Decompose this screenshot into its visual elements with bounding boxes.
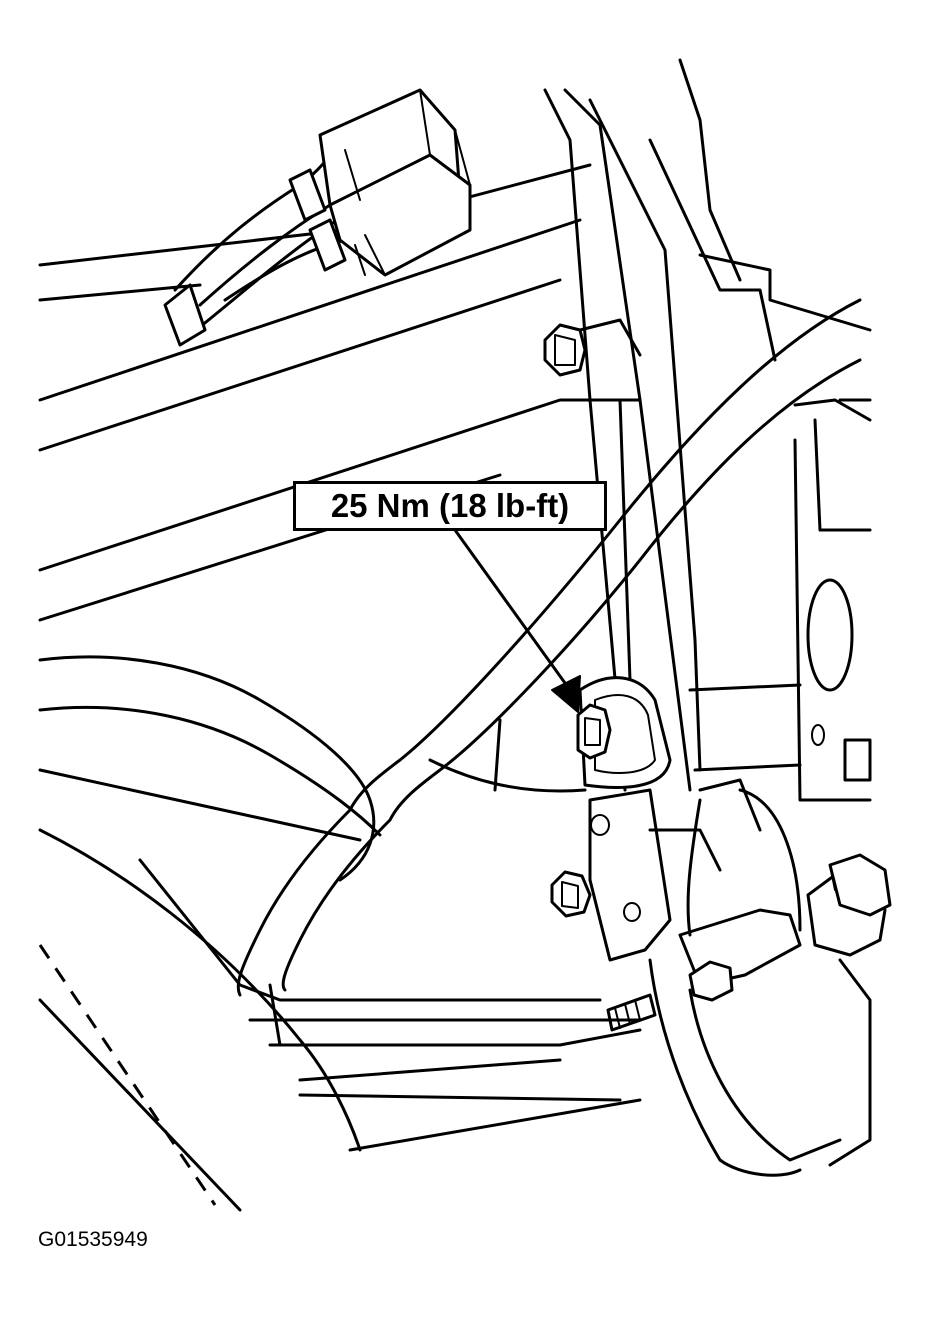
lower-mount [588, 778, 762, 962]
bolt-bracket [428, 676, 672, 793]
electrical-connector [318, 88, 472, 277]
torque-callout: 25 Nm (18 lb-ft) [293, 481, 607, 531]
upper-bolt [543, 318, 642, 377]
arrow-pointer-icon [551, 675, 581, 713]
right-panel [688, 398, 872, 802]
threaded-stud [606, 993, 657, 1032]
figure-id: G01535949 [38, 1228, 148, 1251]
vertical-bracket [543, 58, 872, 792]
crossing-tube [38, 298, 862, 997]
fitting-nut [806, 853, 892, 957]
lower-frame-rails [38, 768, 642, 1212]
upper-frame-rails [38, 163, 642, 622]
torque-callout-text: 25 Nm (18 lb-ft) [330, 487, 570, 524]
wiring-harness [163, 143, 367, 347]
clamp-and-cable [648, 788, 872, 1177]
callout-leader [453, 528, 581, 713]
lower-left-bolt [550, 870, 592, 918]
target-bolt [576, 703, 612, 760]
